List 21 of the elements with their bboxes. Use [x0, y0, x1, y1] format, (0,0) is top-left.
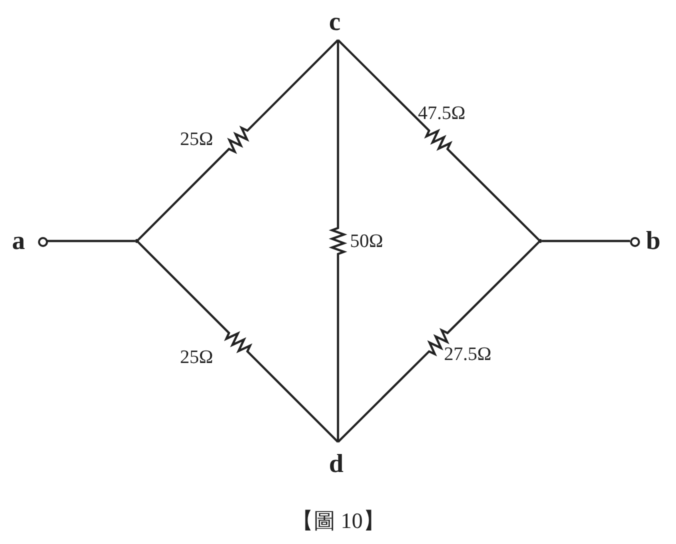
resistor [138, 242, 339, 443]
resistor [337, 242, 540, 443]
wire [542, 240, 630, 242]
junction-dot [538, 239, 542, 243]
resistor [138, 39, 339, 240]
junction-dot [135, 239, 139, 243]
resistance-label: 25Ω [180, 348, 214, 368]
resistance-label: 47.5Ω [418, 104, 466, 124]
wire [46, 240, 135, 242]
resistance-label: 27.5Ω [444, 345, 492, 365]
node-label: c [329, 8, 341, 36]
resistor [337, 39, 540, 240]
terminal-label: a [12, 227, 25, 255]
resistor [328, 40, 348, 442]
resistance-label: 50Ω [350, 232, 384, 252]
node-label: d [329, 450, 344, 478]
terminal-circle [630, 237, 640, 247]
terminal-circle [38, 237, 48, 247]
resistance-label: 25Ω [180, 130, 214, 150]
terminal-label: b [646, 227, 660, 255]
figure-caption: 【圖 10】 [290, 508, 386, 534]
